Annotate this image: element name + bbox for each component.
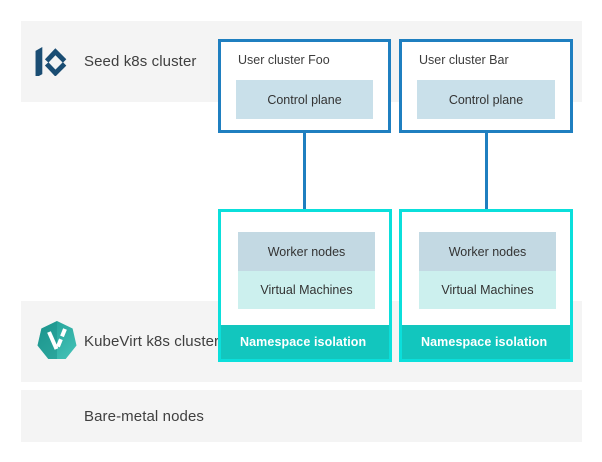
worker-nodes-foo: Worker nodes bbox=[238, 232, 375, 271]
user-cluster-bar-title: User cluster Bar bbox=[419, 53, 509, 67]
user-cluster-bar-box: User cluster Bar Control plane bbox=[399, 39, 573, 133]
kubevirt-logo-icon bbox=[37, 320, 77, 367]
connector-bar bbox=[485, 133, 488, 210]
tenant-nodes-foo-box: Worker nodes Virtual Machines Namespace … bbox=[218, 209, 392, 362]
virtual-machines-bar: Virtual Machines bbox=[419, 271, 556, 309]
seed-cluster-label: Seed k8s cluster bbox=[84, 53, 197, 70]
namespace-isolation-foo: Namespace isolation bbox=[221, 325, 389, 359]
kubermatic-logo-icon bbox=[34, 45, 70, 81]
control-plane-foo: Control plane bbox=[236, 80, 373, 119]
control-plane-bar: Control plane bbox=[417, 80, 555, 119]
connector-foo bbox=[303, 133, 306, 210]
kubevirt-cluster-label: KubeVirt k8s cluster bbox=[84, 333, 220, 350]
worker-nodes-bar: Worker nodes bbox=[419, 232, 556, 271]
user-cluster-foo-title: User cluster Foo bbox=[238, 53, 330, 67]
baremetal-band: Bare-metal nodes bbox=[21, 390, 582, 442]
virtual-machines-foo: Virtual Machines bbox=[238, 271, 375, 309]
baremetal-label: Bare-metal nodes bbox=[84, 407, 204, 425]
user-cluster-foo-box: User cluster Foo Control plane bbox=[218, 39, 391, 133]
namespace-isolation-bar: Namespace isolation bbox=[402, 325, 570, 359]
tenant-nodes-bar-box: Worker nodes Virtual Machines Namespace … bbox=[399, 209, 573, 362]
